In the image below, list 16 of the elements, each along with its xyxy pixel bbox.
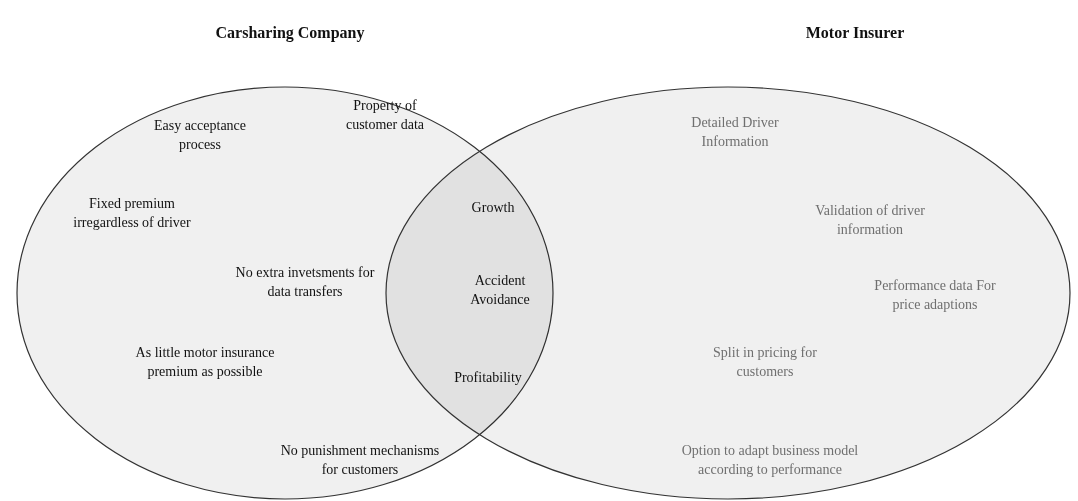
set-item-text: Fixed premium irregardless of driver [72, 195, 192, 232]
overlap-item-text: Growth [470, 198, 516, 217]
set-item-text: No extra invetsments for data transfers [234, 264, 376, 301]
set-item-text: Option to adapt business model according to performance [680, 442, 860, 479]
set-item-text: Easy acceptance process [152, 117, 248, 154]
set-item-text: Property of customer data [344, 97, 426, 134]
set-heading: Motor Insurer [805, 22, 905, 42]
set-item-text: No punishment mechanisms for customers [279, 442, 441, 479]
set-item-text: As little motor insurance premium as possible [134, 344, 276, 381]
set-item-text: Validation of driver information [814, 202, 926, 239]
set-item-text: Performance data For price adaptions [873, 277, 997, 314]
set-item-text: Detailed Driver Information [690, 114, 780, 151]
overlap-item-text: Profitability [453, 368, 523, 387]
overlap-item-text: Accident Avoidance [469, 272, 531, 309]
set-heading: Carsharing Company [215, 22, 365, 42]
set-item-text: Split in pricing for customers [712, 344, 818, 381]
